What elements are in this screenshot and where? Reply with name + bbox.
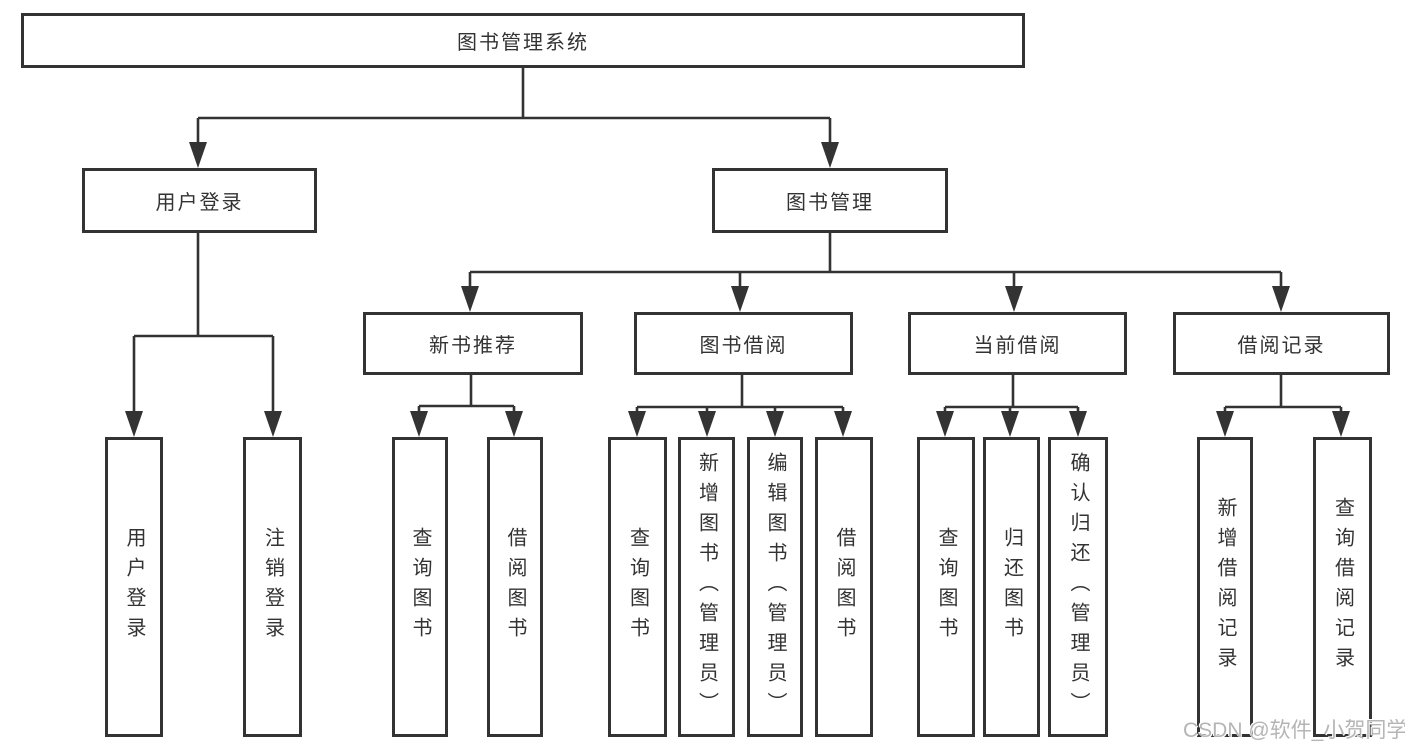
leaf-recommend-query-books: 查询图书 — [392, 437, 448, 737]
leaf-user-login-label: 用户登录 — [123, 527, 145, 647]
leaf-borrow-borrow-books: 借阅图书 — [815, 437, 873, 737]
leaf-borrow-edit-books-admin: 编辑图书（管理员） — [747, 437, 803, 737]
leaf-recommend-borrow-books-label: 借阅图书 — [504, 527, 526, 647]
node-new-book-recommend-label: 新书推荐 — [429, 335, 517, 357]
leaf-borrow-query-books-label: 查询图书 — [626, 527, 649, 647]
leaf-current-return-books-label: 归还图书 — [1000, 527, 1023, 647]
leaf-current-query-books-label: 查询图书 — [935, 527, 957, 647]
arrowheads — [125, 142, 1350, 437]
leaf-logout-label: 注销登录 — [261, 527, 284, 647]
leaf-borrow-query-books: 查询图书 — [608, 437, 667, 737]
node-book-borrowing-label: 图书借阅 — [699, 335, 788, 357]
node-root-label: 图书管理系统 — [457, 32, 589, 54]
leaf-records-query-record: 查询借阅记录 — [1313, 437, 1372, 737]
node-book-borrowing: 图书借阅 — [634, 312, 853, 375]
leaf-records-add-record-label: 新增借阅记录 — [1214, 497, 1236, 677]
leaf-current-query-books: 查询图书 — [917, 437, 975, 737]
node-book-management: 图书管理 — [712, 168, 948, 233]
node-current-borrowing: 当前借阅 — [908, 312, 1127, 375]
node-root: 图书管理系统 — [21, 13, 1025, 68]
node-current-borrowing-label: 当前借阅 — [973, 335, 1062, 357]
leaf-records-add-record: 新增借阅记录 — [1197, 437, 1253, 737]
leaf-current-confirm-return-admin-label: 确认归还（管理员） — [1067, 452, 1089, 722]
node-borrow-records: 借阅记录 — [1173, 312, 1390, 375]
leaf-borrow-borrow-books-label: 借阅图书 — [833, 527, 855, 647]
node-user-login: 用户登录 — [82, 168, 317, 233]
node-borrow-records-label: 借阅记录 — [1237, 335, 1326, 357]
leaf-borrow-add-books-admin: 新增图书（管理员） — [678, 437, 735, 737]
leaf-records-query-record-label: 查询借阅记录 — [1331, 497, 1354, 677]
node-user-login-label: 用户登录 — [155, 192, 244, 214]
leaf-current-return-books: 归还图书 — [983, 437, 1040, 737]
leaf-borrow-add-books-admin-label: 新增图书（管理员） — [695, 452, 718, 722]
leaf-current-confirm-return-admin: 确认归还（管理员） — [1048, 437, 1108, 737]
node-new-book-recommend: 新书推荐 — [363, 312, 583, 375]
csdn-watermark: CSDN @软件_小贺同学 — [1183, 719, 1405, 742]
leaf-borrow-edit-books-admin-label: 编辑图书（管理员） — [764, 452, 786, 722]
leaf-logout: 注销登录 — [243, 437, 302, 737]
leaf-user-login: 用户登录 — [105, 437, 163, 737]
leaf-recommend-query-books-label: 查询图书 — [409, 527, 431, 647]
node-book-management-label: 图书管理 — [786, 192, 874, 214]
leaf-recommend-borrow-books: 借阅图书 — [487, 437, 543, 737]
